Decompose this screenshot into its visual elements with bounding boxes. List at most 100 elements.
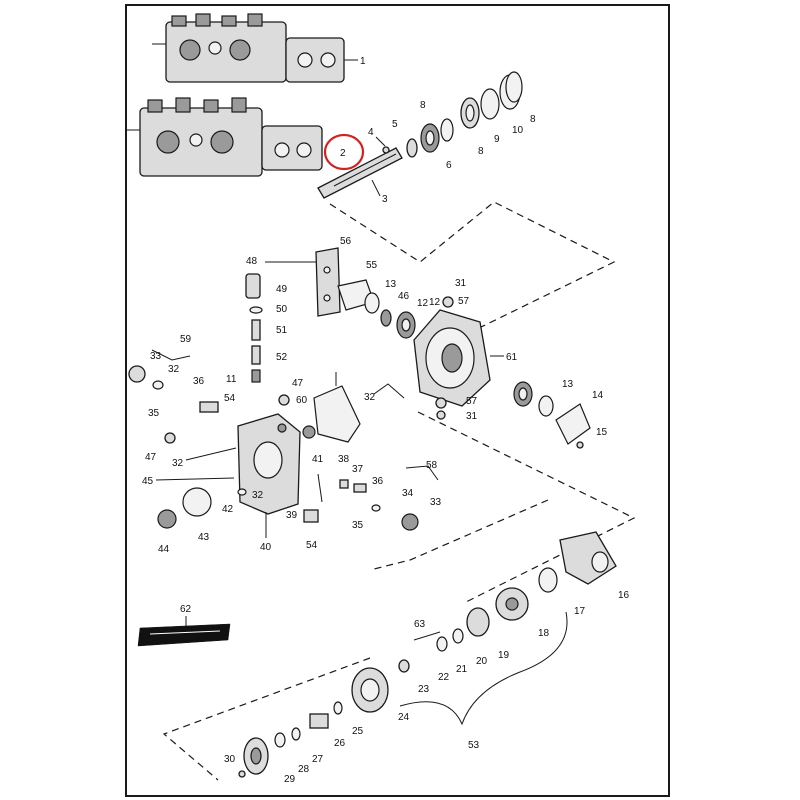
plug-31b [436,410,446,420]
bolt-15 [576,441,584,449]
callout-31b: 31 [466,411,478,422]
callout-15: 15 [596,427,608,438]
dashed-boundary-middle [417,411,636,603]
screw-30 [238,770,246,778]
o-ring-35a [152,380,164,390]
callout-20: 20 [476,656,488,667]
callout-59: 59 [180,334,192,345]
callout-41: 41 [312,454,324,465]
callout-35a: 35 [148,408,160,419]
callout-43: 43 [198,532,210,543]
pump-housing-61 [413,309,491,407]
callout-36a: 36 [193,376,205,387]
callout-63: 63 [414,619,426,630]
gear-18 [495,587,529,621]
callout-17: 17 [574,606,586,617]
o-ring-17 [538,567,558,593]
callout-56: 56 [340,236,352,247]
callout-32d: 32 [252,490,264,501]
callout-14: 14 [592,390,604,401]
callout-52: 52 [276,352,288,363]
callout-27: 27 [312,754,324,765]
callout-24: 24 [398,712,410,723]
spring-26 [309,713,329,729]
callout-47b: 47 [292,378,304,389]
washer-50 [249,306,263,314]
cap-49 [245,273,261,299]
spring-51 [251,319,261,341]
bracket-53 [399,611,568,726]
pump-assembly-2 [126,97,323,177]
callout-8a: 8 [420,100,426,111]
fitting-54a [199,401,219,413]
callout-25: 25 [352,726,364,737]
callout-23: 23 [418,684,430,695]
seal-8a [440,118,454,142]
decal-strip-62 [137,623,231,647]
callout-48: 48 [246,256,258,267]
callout-44: 44 [158,544,170,555]
callout-12a: 12 [417,298,429,309]
callout-13b: 13 [562,379,574,390]
fitting-33a [128,365,146,383]
callout-39: 39 [286,510,298,521]
seal-20 [452,628,464,644]
fitting-54b [303,509,319,523]
plug-47 [278,394,290,406]
o-ring-43 [182,487,212,517]
plug-57a [442,296,454,308]
callout-6: 6 [446,160,452,171]
callout-26: 26 [334,738,346,749]
fitting-33b [401,513,419,531]
highlight-circle [323,133,365,171]
callout-16: 16 [618,590,630,601]
callout-28: 28 [298,764,310,775]
callout-46: 46 [398,291,410,302]
snap-ring-5 [406,138,418,158]
dashed-boundary-lower [162,657,371,781]
callout-53: 53 [468,740,480,751]
callout-54a: 54 [224,393,236,404]
o-ring-13 [364,292,380,314]
end-cap-16 [559,531,617,585]
callout-35b: 35 [352,520,364,531]
callout-55: 55 [366,260,378,271]
seal-46 [380,309,392,327]
ring-21 [436,636,448,652]
plate-19 [466,607,490,637]
cable-58 [405,465,439,481]
callout-18: 18 [538,628,550,639]
callout-32b: 32 [364,392,376,403]
callout-60: 60 [296,395,308,406]
callout-58: 58 [426,460,438,471]
control-housing [237,413,301,515]
snap-ring-8c [505,71,523,103]
ring-27 [291,727,301,741]
callout-1: 1 [360,56,366,67]
o-ring-13b [538,395,554,417]
callout-50: 50 [276,304,288,315]
valve-plate-56 [315,247,341,317]
callout-31a: 31 [455,278,467,289]
callout-38: 38 [338,454,350,465]
callout-12b: 12 [429,297,441,308]
callout-2: 2 [340,148,346,159]
callout-33b: 33 [430,497,442,508]
callout-3: 3 [382,194,388,205]
ring-9 [480,88,500,120]
key-part [382,146,390,154]
callout-30: 30 [224,754,236,765]
plug-11 [251,369,261,383]
washer-42 [237,488,247,496]
callout-10: 10 [512,125,524,136]
leader-3 [371,179,381,197]
gasket-7 [313,385,361,443]
callout-42: 42 [222,504,234,515]
callout-22: 22 [438,672,450,683]
callout-49: 49 [276,284,288,295]
callout-32a: 32 [168,364,180,375]
callout-19: 19 [498,650,510,661]
callout-13a: 13 [385,279,397,290]
callout-61: 61 [506,352,518,363]
